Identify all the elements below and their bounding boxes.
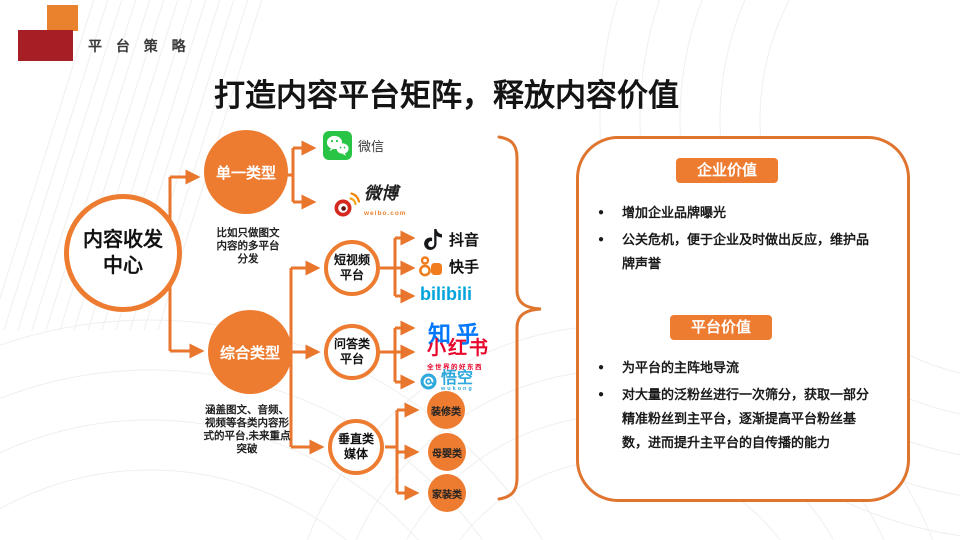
list-item: 对大量的泛粉丝进行一次筛分，获取一部分精准粉丝到主平台，逐渐提高平台粉丝基数，进… xyxy=(596,383,878,455)
logo-red-square xyxy=(18,30,73,61)
single-type-label: 单一类型 xyxy=(215,164,276,182)
combined-type-caption: 涵盖图文、音频、 视频等各类内容形 式的平台,未来重点 突破 xyxy=(203,404,291,455)
xiaohongshu-wordmark: 小红书 xyxy=(427,338,491,359)
logo-orange-square xyxy=(47,5,78,31)
node-combined-type: 综合类型 xyxy=(208,310,292,394)
node-short-video: 短视频 平台 xyxy=(324,240,380,296)
platform-bilibili: bilibili xyxy=(420,284,472,304)
node-mother-baby-category: 母婴类 xyxy=(428,433,466,471)
hub-node: 内容收发 中心 xyxy=(64,194,182,312)
single-type-caption: 比如只做图文 内容的多平台 分发 xyxy=(216,227,280,265)
wukong-wordmark: 悟空 xyxy=(441,370,474,387)
platform-xiaohongshu: 小红书 全世界的好东西 xyxy=(427,338,491,372)
page-title: 打造内容平台矩阵，释放内容价值 xyxy=(214,78,679,113)
kuaishou-label: 快手 xyxy=(449,259,480,276)
node-home-furnishing-category: 家装类 xyxy=(428,474,466,512)
list-item: 公关危机，便于企业及时做出反应，维护品牌声誉 xyxy=(596,228,878,276)
platform-value-list: 为平台的主阵地导流 对大量的泛粉丝进行一次筛分，获取一部分精准粉丝到主平台，逐渐… xyxy=(596,356,878,458)
weibo-wordmark: 微博 weibo.com xyxy=(364,184,407,217)
wechat-label: 微信 xyxy=(358,139,385,154)
wechat-icon xyxy=(323,131,352,160)
hub-label-line1: 内容收发 xyxy=(83,229,163,251)
platform-douyin: 抖音 xyxy=(424,228,479,251)
douyin-icon xyxy=(424,229,442,250)
enterprise-value-list: 增加企业品牌曝光 公关危机，便于企业及时做出反应，维护品牌声誉 xyxy=(596,201,878,279)
hub-label-line2: 中心 xyxy=(103,255,143,277)
list-item: 增加企业品牌曝光 xyxy=(596,201,878,225)
node-vertical-media: 垂直类 媒体 xyxy=(328,419,384,475)
douyin-label: 抖音 xyxy=(449,232,480,249)
node-single-type: 单一类型 xyxy=(204,130,288,214)
platform-value-header: 平台价值 xyxy=(670,315,772,340)
kuaishou-icon xyxy=(419,256,442,277)
platform-wukong: 悟空 wukong xyxy=(420,371,474,392)
wukong-icon xyxy=(420,373,437,390)
weibo-icon xyxy=(334,191,360,216)
weibo-domain: weibo.com xyxy=(364,210,407,217)
list-item: 为平台的主阵地导流 xyxy=(596,356,878,380)
enterprise-value-header: 企业价值 xyxy=(676,158,778,183)
node-decoration-category: 装修类 xyxy=(427,391,465,429)
node-qa: 问答类 平台 xyxy=(324,324,380,380)
section-label: 平 台 策 略 xyxy=(88,38,191,54)
platform-kuaishou: 快手 xyxy=(418,255,479,278)
platform-weibo: 微博 weibo.com xyxy=(333,184,407,222)
platform-wechat: 微信 xyxy=(323,131,384,160)
combined-type-label: 综合类型 xyxy=(219,344,280,362)
